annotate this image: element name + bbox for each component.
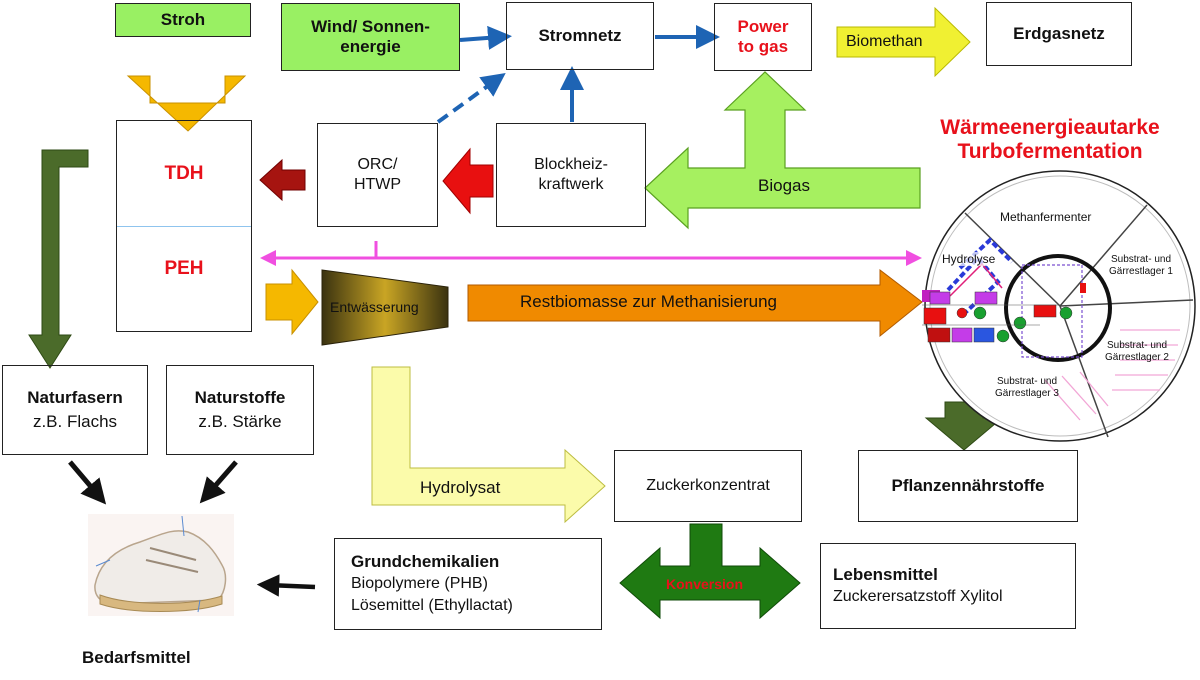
hydrolysat-label: Hydrolysat <box>420 478 501 497</box>
stroh-down-arrow <box>126 75 247 132</box>
biogas-label: Biogas <box>758 176 810 195</box>
naturstoffe-to-shoe-arrow <box>199 460 238 504</box>
grundchemikalien-box: Grundchemikalien Biopolymere (PHB) Lösem… <box>334 538 602 630</box>
naturfasern-to-shoe-arrow <box>68 460 107 505</box>
bedarfsmittel-label: Bedarfsmittel <box>82 648 191 667</box>
naturfasern-feed-arrow <box>28 149 89 369</box>
turbofermentation-diagram <box>922 170 1196 442</box>
restbiomasse-arrow <box>467 268 923 338</box>
lager1-label: Substrat- und Gärrestlager 1 <box>1109 254 1173 277</box>
bhkw-to-orc-arrow <box>442 147 494 215</box>
wind-sonnenenergie-box: Wind/ Sonnen- energie <box>281 3 460 71</box>
konversion-arrow <box>619 523 801 620</box>
orc-htwp-box: ORC/ HTWP <box>317 123 438 227</box>
biomethan-label: Biomethan <box>846 33 923 50</box>
power-to-gas-box: Power to gas <box>714 3 812 71</box>
biogas-arrow <box>644 71 921 230</box>
turbofermentation-title: Wärmeenergieautarke Turbofermentation <box>940 116 1160 163</box>
hydrolysat-arrow <box>371 366 606 524</box>
erdgasnetz-box: Erdgasnetz <box>986 2 1132 66</box>
entwaesserung-shape <box>321 269 449 346</box>
wind-to-stromnetz-arrow <box>459 25 512 50</box>
hydrolyse-label: Hydrolyse <box>942 252 996 266</box>
stromnetz-box: Stromnetz <box>506 2 654 70</box>
shoe-image <box>88 514 234 616</box>
peh-to-entwaesserung-arrow <box>265 268 319 336</box>
naturfasern-box: Naturfasern z.B. Flachs <box>2 365 148 455</box>
methanfermenter-label: Methanfermenter <box>1000 210 1092 224</box>
tdh-section: TDH <box>117 121 251 227</box>
pflanzennaehrstoffe-box: Pflanzennährstoffe <box>858 450 1078 522</box>
orc-to-stromnetz-dashed-arrow <box>436 72 506 124</box>
peh-section: PEH <box>164 258 204 279</box>
naturstoffe-box: Naturstoffe z.B. Stärke <box>166 365 314 455</box>
konversion-label: Konversion <box>666 576 744 592</box>
lager2-label: Substrat- und Gärrestlager 2 <box>1105 340 1169 363</box>
grund-to-shoe-arrow <box>256 574 316 597</box>
zuckerkonzentrat-box: Zuckerkonzentrat <box>614 450 802 522</box>
lager3-label: Substrat- und Gärrestlager 3 <box>995 376 1059 399</box>
orc-to-tdh-arrow <box>259 158 306 202</box>
blockheizkraftwerk-box: Blockheiz- kraftwerk <box>496 123 646 227</box>
entwaesserung-label: Entwässerung <box>330 299 419 315</box>
biomethan-arrow <box>836 6 971 78</box>
tdh-peh-box: TDH PEH <box>116 120 252 332</box>
stroh-box: Stroh <box>115 3 251 37</box>
restbiomasse-label: Restbiomasse zur Methanisierung <box>520 292 778 311</box>
lebensmittel-box: Lebensmittel Zuckerersatzstoff Xylitol <box>820 543 1076 629</box>
